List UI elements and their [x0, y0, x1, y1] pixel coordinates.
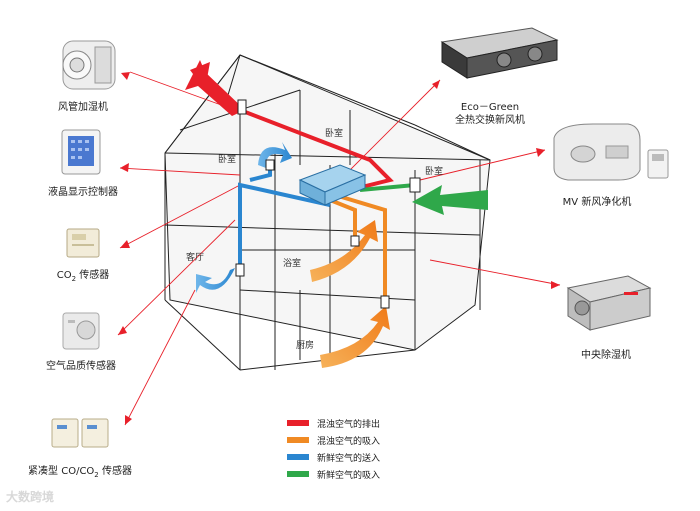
- room-bedroom-left: 卧室: [218, 155, 237, 165]
- eco-green-label-1: Eco－Green: [460, 102, 520, 113]
- duct-humidifier-label: 风管加湿机: [58, 102, 108, 113]
- legend-label: 混浊空气的吸入: [317, 436, 381, 447]
- compact-suffix: 传感器: [98, 466, 132, 477]
- dehumidifier-label: 中央除湿机: [581, 350, 631, 361]
- lcd-controller-icon: [60, 128, 102, 176]
- room-bedroom-center: 卧室: [325, 129, 344, 139]
- legend-item: 新鲜空气的吸入: [287, 467, 380, 481]
- legend-label: 新鲜空气的吸入: [317, 470, 381, 481]
- legend-swatch-red: [287, 420, 309, 426]
- lcd-controller-label: 液晶显示控制器: [48, 187, 118, 198]
- legend-label: 混浊空气的排出: [317, 419, 381, 430]
- legend-label: 新鲜空气的送入: [317, 453, 381, 464]
- red-exhaust-path: [185, 60, 394, 192]
- dehumidifier-icon: [558, 268, 658, 338]
- legend-item: 混浊空气的吸入: [287, 433, 380, 447]
- pointer-arrowheads: [118, 72, 560, 425]
- legend-swatch-orange: [287, 437, 309, 443]
- duct-humidifier-icon: [55, 35, 125, 95]
- watermark: 大数跨境: [6, 490, 55, 504]
- compact-sensor-icon: [50, 415, 110, 451]
- air-quality-sensor-label: 空气品质传感器: [46, 361, 116, 372]
- room-bathroom: 浴室: [283, 259, 302, 269]
- co2-subscript: 2: [71, 275, 77, 283]
- air-quality-sensor-icon: [60, 310, 102, 352]
- legend-item: 新鲜空气的送入: [287, 450, 380, 464]
- co2-sensor-label: CO2 传感器: [57, 266, 110, 283]
- legend-swatch-green: [287, 471, 309, 477]
- compact-subscript: 2: [94, 471, 99, 479]
- room-living: 客厅: [186, 253, 205, 263]
- heat-recovery-unit-box: [298, 164, 367, 206]
- compact-sensor-label: 紧凑型 CO/CO2 传感器: [28, 462, 132, 479]
- blue-supply-path: [196, 142, 331, 293]
- room-kitchen: 厨房: [296, 341, 315, 351]
- co2-sensor-icon: [65, 225, 101, 261]
- co2-suffix: 传感器: [76, 270, 110, 281]
- co2-prefix: CO: [56, 270, 72, 281]
- legend-swatch-blue: [287, 454, 309, 460]
- eco-green-unit-icon: [432, 20, 562, 84]
- mv-purifier-icon: [548, 118, 678, 188]
- legend-item: 混浊空气的排出: [287, 416, 380, 430]
- orange-intake-path: [310, 193, 390, 368]
- room-bedroom-right: 卧室: [425, 167, 444, 177]
- green-intake-path: [359, 177, 488, 215]
- mv-purifier-label: MV 新风净化机: [562, 197, 632, 208]
- compact-prefix: 紧凑型 CO/CO: [28, 466, 95, 477]
- eco-green-label-2: 全热交换新风机: [455, 115, 525, 126]
- pointer-lines: [117, 71, 561, 426]
